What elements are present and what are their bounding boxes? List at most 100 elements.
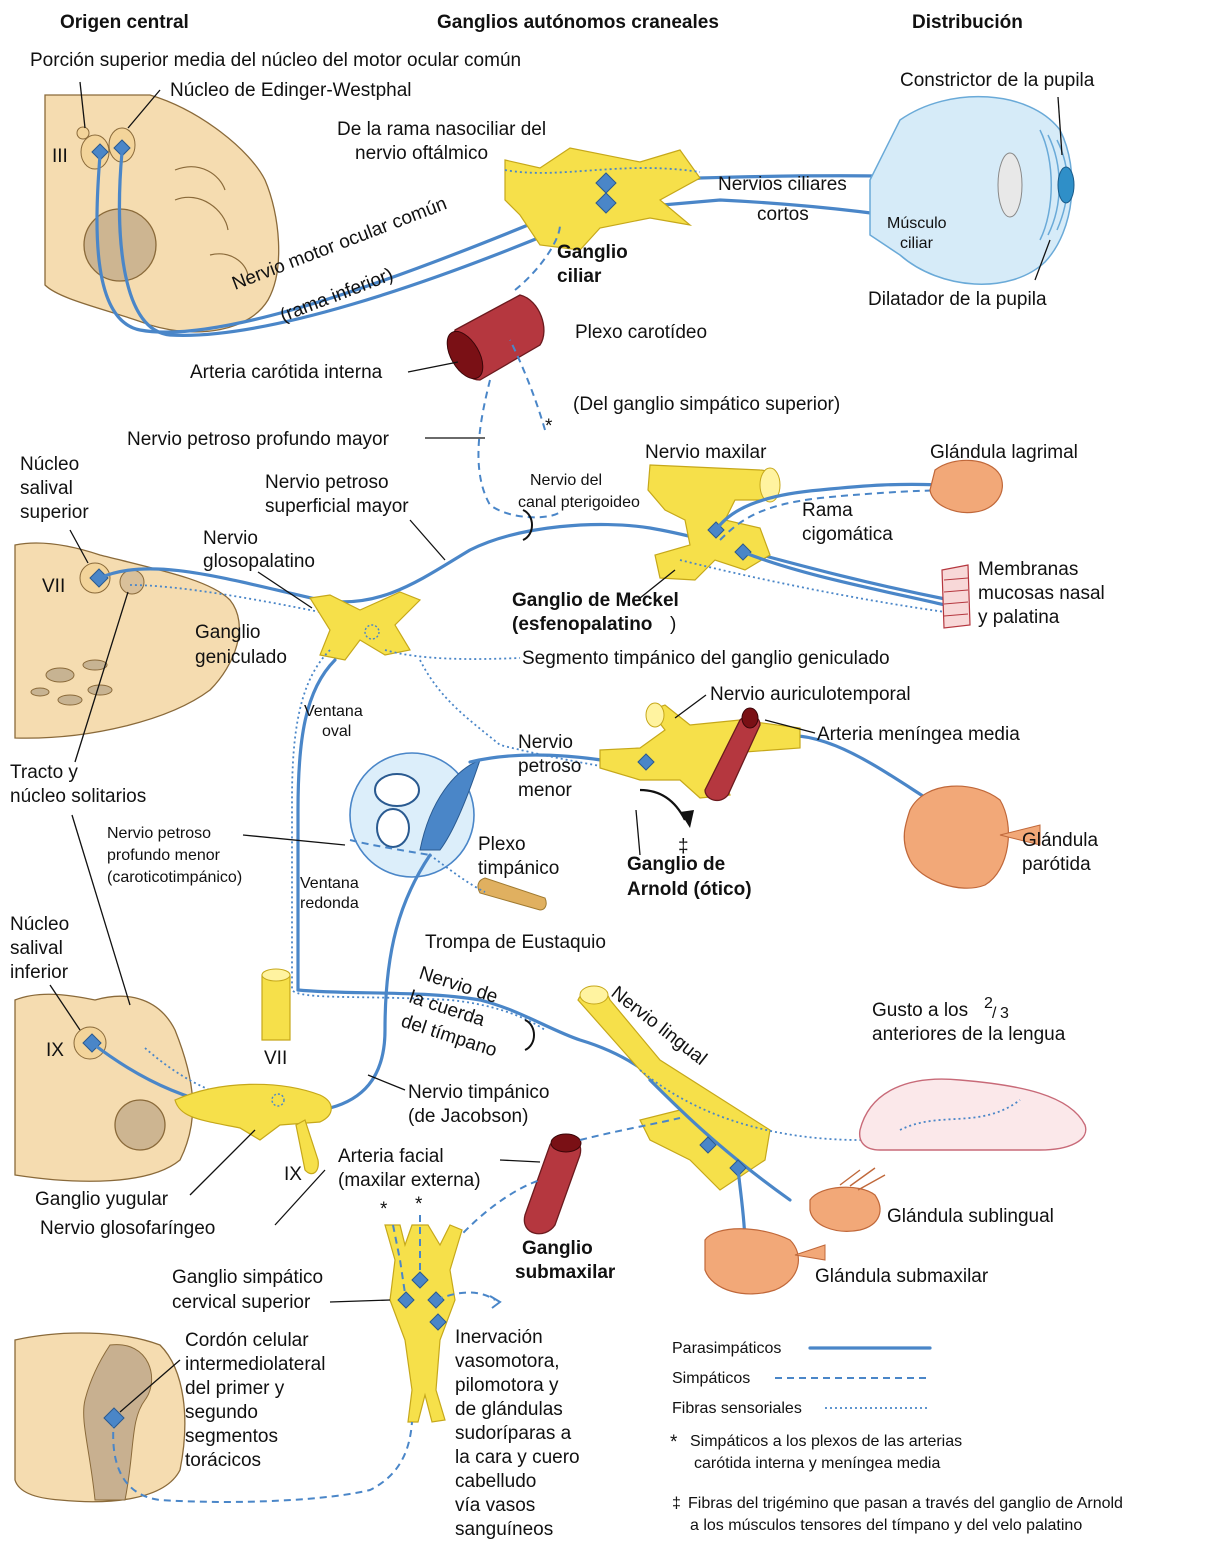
pons-nucleus-2 bbox=[83, 660, 107, 670]
eustachian-tube bbox=[478, 878, 546, 910]
leader-tracto-2 bbox=[72, 815, 130, 1005]
label-nucleo-salival-sup-3: superior bbox=[20, 502, 89, 523]
eyeball bbox=[870, 97, 1072, 285]
label-trompa: Trompa de Eustaquio bbox=[425, 932, 606, 953]
label-ganglio-ciliar-1: Ganglio bbox=[557, 242, 628, 263]
label-inerv-4: de glándulas bbox=[455, 1399, 563, 1420]
lacrimal-gland bbox=[930, 460, 1002, 512]
label-glandula-lagrimal: Glándula lagrimal bbox=[930, 442, 1078, 463]
oval-window bbox=[375, 774, 419, 806]
pupil bbox=[1058, 167, 1074, 203]
label-nucleo-salival-sup-1: Núcleo bbox=[20, 454, 79, 475]
label-simpatico-cerv-2: cervical superior bbox=[172, 1292, 311, 1313]
label-glandula-sublingual: Glándula sublingual bbox=[887, 1206, 1054, 1227]
label-petroso-menor-1: Nervio bbox=[518, 732, 573, 753]
label-timpanico-2: (de Jacobson) bbox=[408, 1106, 528, 1127]
label-nucleo-salival-inf-3: inferior bbox=[10, 962, 69, 983]
label-petroso-menor-3: menor bbox=[518, 780, 573, 801]
label-inerv-9: sanguíneos bbox=[455, 1519, 553, 1540]
label-geniculado-1: Ganglio bbox=[195, 622, 261, 643]
mucosa-nerve bbox=[743, 552, 945, 605]
label-geniculado-2: geniculado bbox=[195, 647, 287, 668]
tongue bbox=[860, 1079, 1086, 1150]
label-ganglio-submax-2: submaxilar bbox=[515, 1262, 616, 1283]
label-cordon-2: intermediolateral bbox=[185, 1354, 325, 1375]
label-arnold-1: Ganglio de bbox=[627, 854, 725, 875]
pons-nucleus-3 bbox=[31, 688, 49, 696]
leader-yugular bbox=[190, 1130, 255, 1195]
label-meckel-3: ) bbox=[670, 614, 676, 635]
leader-auriculotemporal bbox=[675, 695, 706, 718]
label-inerv-1: Inervación bbox=[455, 1327, 543, 1348]
leader-glosopalatino bbox=[258, 572, 312, 608]
label-asterisk-2: * bbox=[380, 1199, 388, 1220]
arnold-arrowhead bbox=[680, 810, 694, 828]
label-constrictor: Constrictor de la pupila bbox=[900, 70, 1095, 91]
label-arteria-facial-2: (maxilar externa) bbox=[338, 1170, 481, 1191]
label-gusto-slash: / bbox=[992, 1005, 997, 1022]
legend-simpaticos: Simpáticos bbox=[672, 1370, 750, 1387]
submax-duct bbox=[795, 1245, 825, 1260]
label-nucleo-salival-sup-2: salival bbox=[20, 478, 73, 499]
submaxillary-gland bbox=[705, 1229, 798, 1294]
pterygoid-canal-mark bbox=[523, 510, 532, 540]
legend-sensoriales: Fibras sensoriales bbox=[672, 1400, 802, 1417]
label-inerv-8: vía vasos bbox=[455, 1495, 535, 1516]
label-glandula-parotida-2: parótida bbox=[1022, 854, 1091, 875]
round-window bbox=[377, 809, 409, 847]
leader-carotida bbox=[408, 362, 458, 372]
label-ganglio-submax-1: Ganglio bbox=[522, 1238, 593, 1259]
label-petroso-prof-menor-3: (caroticotimpánico) bbox=[107, 869, 242, 886]
label-petroso-menor-2: petroso bbox=[518, 756, 581, 777]
label-cortos: cortos bbox=[757, 204, 809, 225]
label-cordon-6: torácicos bbox=[185, 1450, 261, 1471]
footnote-asterisk-2: carótida interna y meníngea media bbox=[694, 1455, 940, 1472]
legend-parasimpaticos: Parasimpáticos bbox=[672, 1340, 781, 1357]
facial-artery-lumen bbox=[551, 1134, 581, 1152]
label-cordon-4: segundo bbox=[185, 1402, 258, 1423]
label-ventana-oval-1: Ventana bbox=[304, 703, 363, 720]
label-ix: IX bbox=[46, 1040, 64, 1061]
label-glandula-parotida-1: Glándula bbox=[1022, 830, 1098, 851]
label-vii-b: VII bbox=[264, 1048, 287, 1069]
label-canal-pteri-1: Nervio del bbox=[530, 472, 602, 489]
label-petroso-prof-menor-2: profundo menor bbox=[107, 847, 221, 864]
label-rama-cigo-1: Rama bbox=[802, 500, 853, 521]
label-plexo-timp-1: Plexo bbox=[478, 834, 526, 855]
superior-cervical-ganglion bbox=[385, 1225, 462, 1422]
vii-trunk bbox=[262, 975, 290, 1040]
leader-petroso-sup bbox=[410, 520, 445, 560]
label-plexo-carotideo: Plexo carotídeo bbox=[575, 322, 707, 343]
label-edinger: Núcleo de Edinger-Westphal bbox=[170, 80, 412, 101]
label-timpanico-1: Nervio timpánico bbox=[408, 1082, 550, 1103]
lens bbox=[998, 153, 1022, 217]
header-origen-central: Origen central bbox=[60, 12, 189, 33]
leader-timpanico bbox=[368, 1075, 405, 1090]
meningeal-lumen bbox=[742, 708, 758, 728]
label-petroso-prof-menor-1: Nervio petroso bbox=[107, 825, 211, 842]
label-canal-pteri-2: canal pterigoideo bbox=[518, 494, 640, 511]
label-rama-cigo-2: cigomática bbox=[802, 524, 893, 545]
label-inerv-3: pilomotora y bbox=[455, 1375, 559, 1396]
auriculotemporal-end bbox=[646, 703, 664, 727]
label-porcion-superior: Porción superior media del núcleo del mo… bbox=[30, 50, 521, 71]
vii-trunk-top bbox=[262, 969, 290, 981]
label-ventana-red-1: Ventana bbox=[300, 875, 359, 892]
label-plexo-timp-2: timpánico bbox=[478, 858, 559, 879]
label-del-ganglio: (Del ganglio simpático superior) bbox=[573, 394, 840, 415]
footnote-asterisk-1: Simpáticos a los plexos de las arterias bbox=[690, 1433, 962, 1450]
symp-arrow bbox=[490, 1296, 500, 1308]
label-auriculotemporal: Nervio auriculotemporal bbox=[710, 684, 911, 705]
footnote-dagger-symbol: ‡ bbox=[672, 1495, 681, 1512]
parotid-gland bbox=[904, 786, 1008, 888]
label-petroso-profundo-mayor: Nervio petroso profundo mayor bbox=[127, 429, 390, 450]
label-nervio-maxilar: Nervio maxilar bbox=[645, 442, 767, 463]
arnold-arrow bbox=[640, 790, 685, 820]
lingual-nerve-end bbox=[580, 986, 608, 1004]
label-petroso-sup-2: superficial mayor bbox=[265, 496, 409, 517]
chorda-mark bbox=[525, 1020, 534, 1050]
tympanic-nerve bbox=[330, 855, 430, 1108]
pons-nucleus-4 bbox=[58, 695, 82, 705]
